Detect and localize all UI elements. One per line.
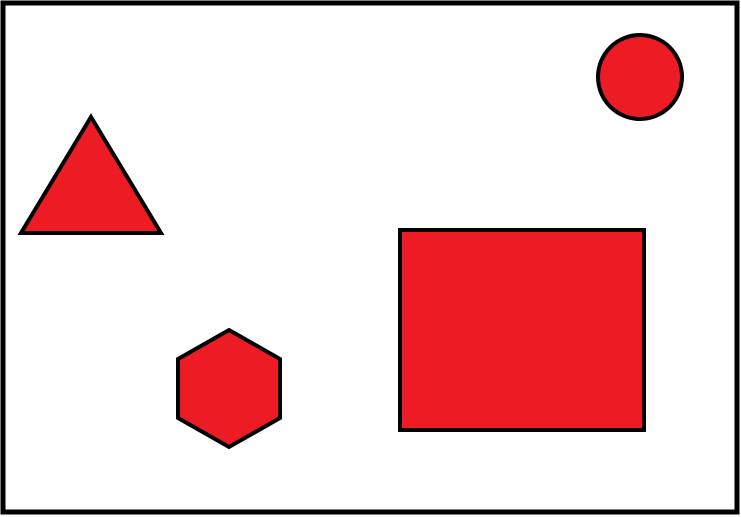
red-rectangle	[398, 228, 646, 432]
red-circle	[596, 33, 684, 121]
red-triangle	[17, 113, 165, 235]
red-hexagon	[176, 327, 282, 450]
